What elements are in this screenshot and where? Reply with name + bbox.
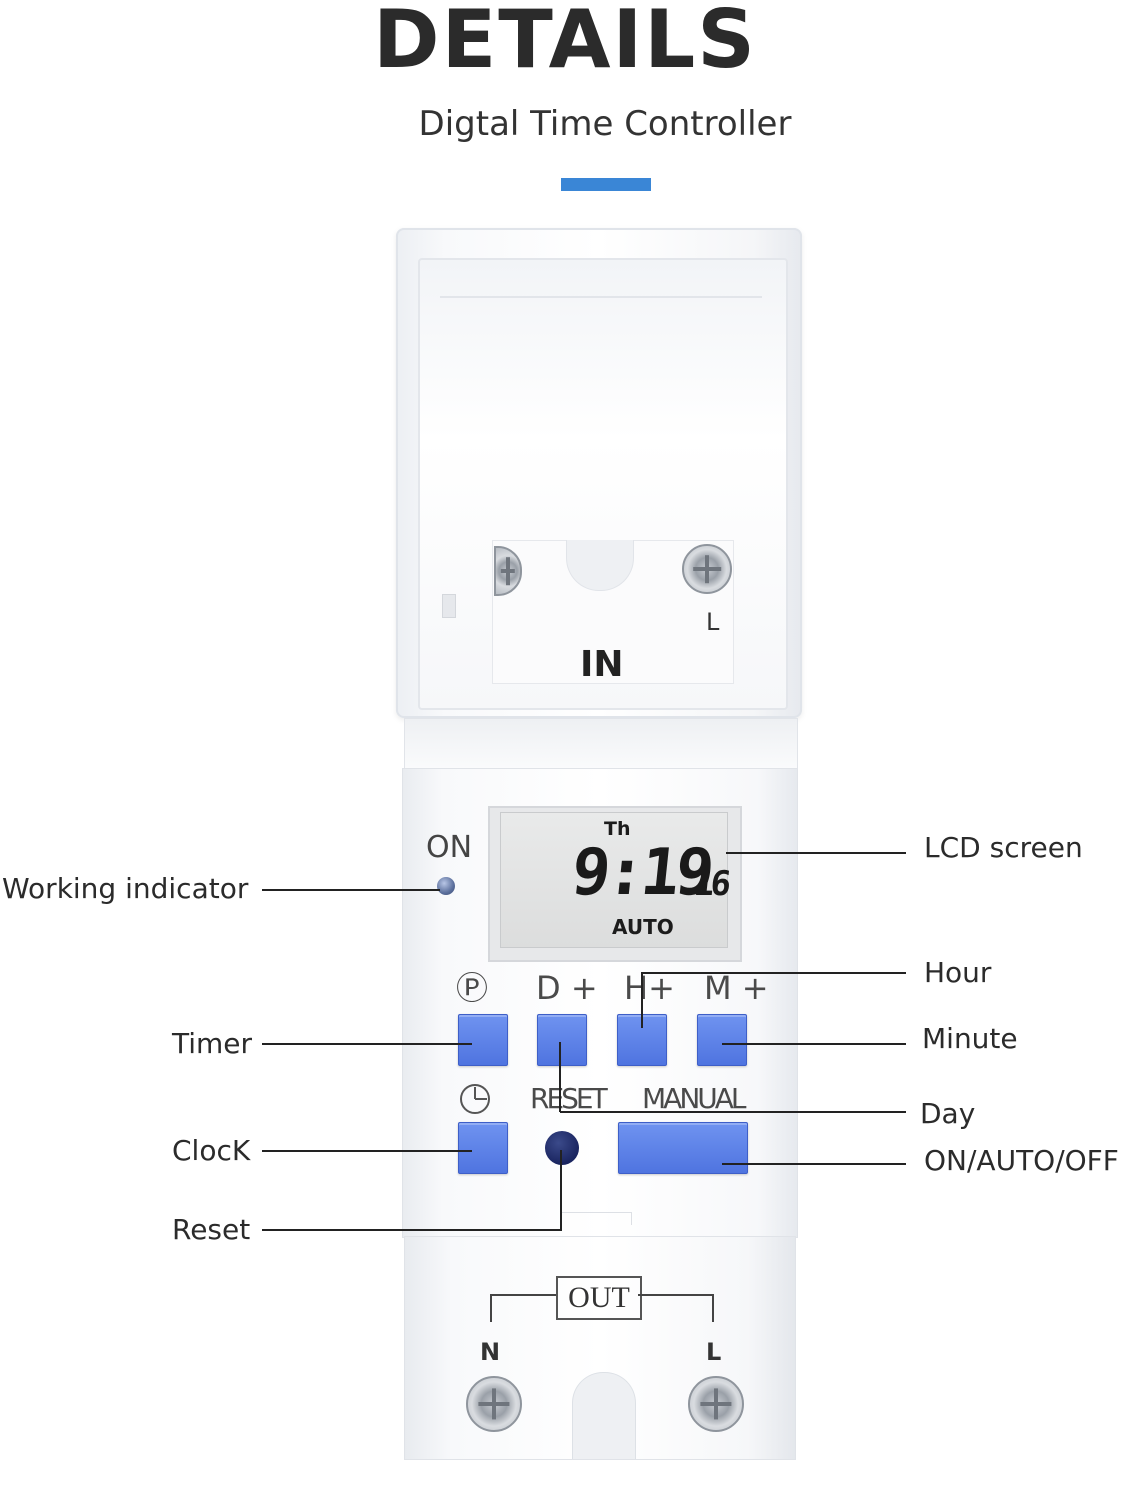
lcd-day: Th — [604, 818, 631, 840]
output-wire-right-drop — [712, 1294, 714, 1322]
cover-hinge — [404, 718, 798, 770]
annotation-hour: Hour — [924, 956, 992, 989]
leader-line — [726, 852, 906, 854]
clock-icon — [458, 1082, 492, 1120]
manual-label: MANUAL — [642, 1082, 747, 1115]
leader-line — [262, 889, 440, 891]
output-wire-right — [638, 1294, 714, 1296]
output-terminal-l: L — [706, 1338, 722, 1366]
leader-line — [560, 1150, 562, 1231]
annotation-timer: Timer — [172, 1027, 253, 1060]
day-button-label: D + — [536, 969, 598, 1007]
leader-line — [722, 1043, 906, 1045]
leader-line — [722, 1163, 906, 1165]
output-label: OUT — [556, 1276, 642, 1320]
screw-icon — [682, 544, 732, 594]
annotation-clock: ClocK — [172, 1134, 251, 1167]
annotation-on-auto-off: ON/AUTO/OFF — [924, 1144, 1119, 1177]
output-wire-left-drop — [490, 1294, 492, 1322]
leader-line — [642, 972, 906, 974]
page-title: DETAILS — [373, 0, 757, 86]
timer-button-label: Ⓟ — [456, 969, 489, 1007]
hour-button-label: H+ — [624, 969, 675, 1007]
indicator-label: ON — [426, 830, 473, 865]
input-terminal-notch — [566, 540, 634, 591]
screw-icon — [466, 1376, 522, 1432]
lcd-screen — [500, 812, 728, 948]
annotation-minute: Minute — [922, 1022, 1018, 1055]
annotation-working-indicator: Working indicator — [2, 872, 249, 905]
minute-button-label: M + — [704, 969, 769, 1007]
cover-rib — [440, 296, 762, 298]
input-label: IN — [580, 644, 624, 685]
manual-button[interactable] — [618, 1122, 748, 1174]
leader-line — [262, 1150, 472, 1152]
working-indicator-led — [437, 877, 455, 895]
page-subtitle: Digtal Time Controller — [418, 104, 792, 144]
leader-line — [262, 1229, 562, 1231]
reset-button[interactable] — [545, 1131, 579, 1165]
body-slot — [560, 1212, 632, 1225]
timer-button[interactable] — [458, 1014, 508, 1066]
screw-icon — [688, 1376, 744, 1432]
cover-tab — [442, 594, 456, 618]
leader-line — [560, 1111, 906, 1113]
output-wire-left — [490, 1294, 556, 1296]
reset-label: RESET — [530, 1082, 608, 1115]
leader-line — [262, 1043, 472, 1045]
clock-button[interactable] — [458, 1122, 508, 1174]
minute-button[interactable] — [697, 1014, 747, 1066]
input-terminal-letter: L — [706, 608, 720, 636]
annotation-day: Day — [920, 1097, 976, 1130]
din-rail-notch — [572, 1372, 636, 1459]
lcd-mode: AUTO — [612, 915, 674, 939]
day-button[interactable] — [537, 1014, 587, 1066]
accent-divider — [561, 178, 651, 191]
leader-line — [559, 1042, 561, 1112]
lcd-seconds: 16 — [691, 864, 730, 904]
annotation-lcd-screen: LCD screen — [924, 831, 1083, 864]
annotation-reset: Reset — [172, 1213, 251, 1246]
output-terminal-n: N — [480, 1338, 501, 1366]
leader-line — [641, 972, 643, 1028]
